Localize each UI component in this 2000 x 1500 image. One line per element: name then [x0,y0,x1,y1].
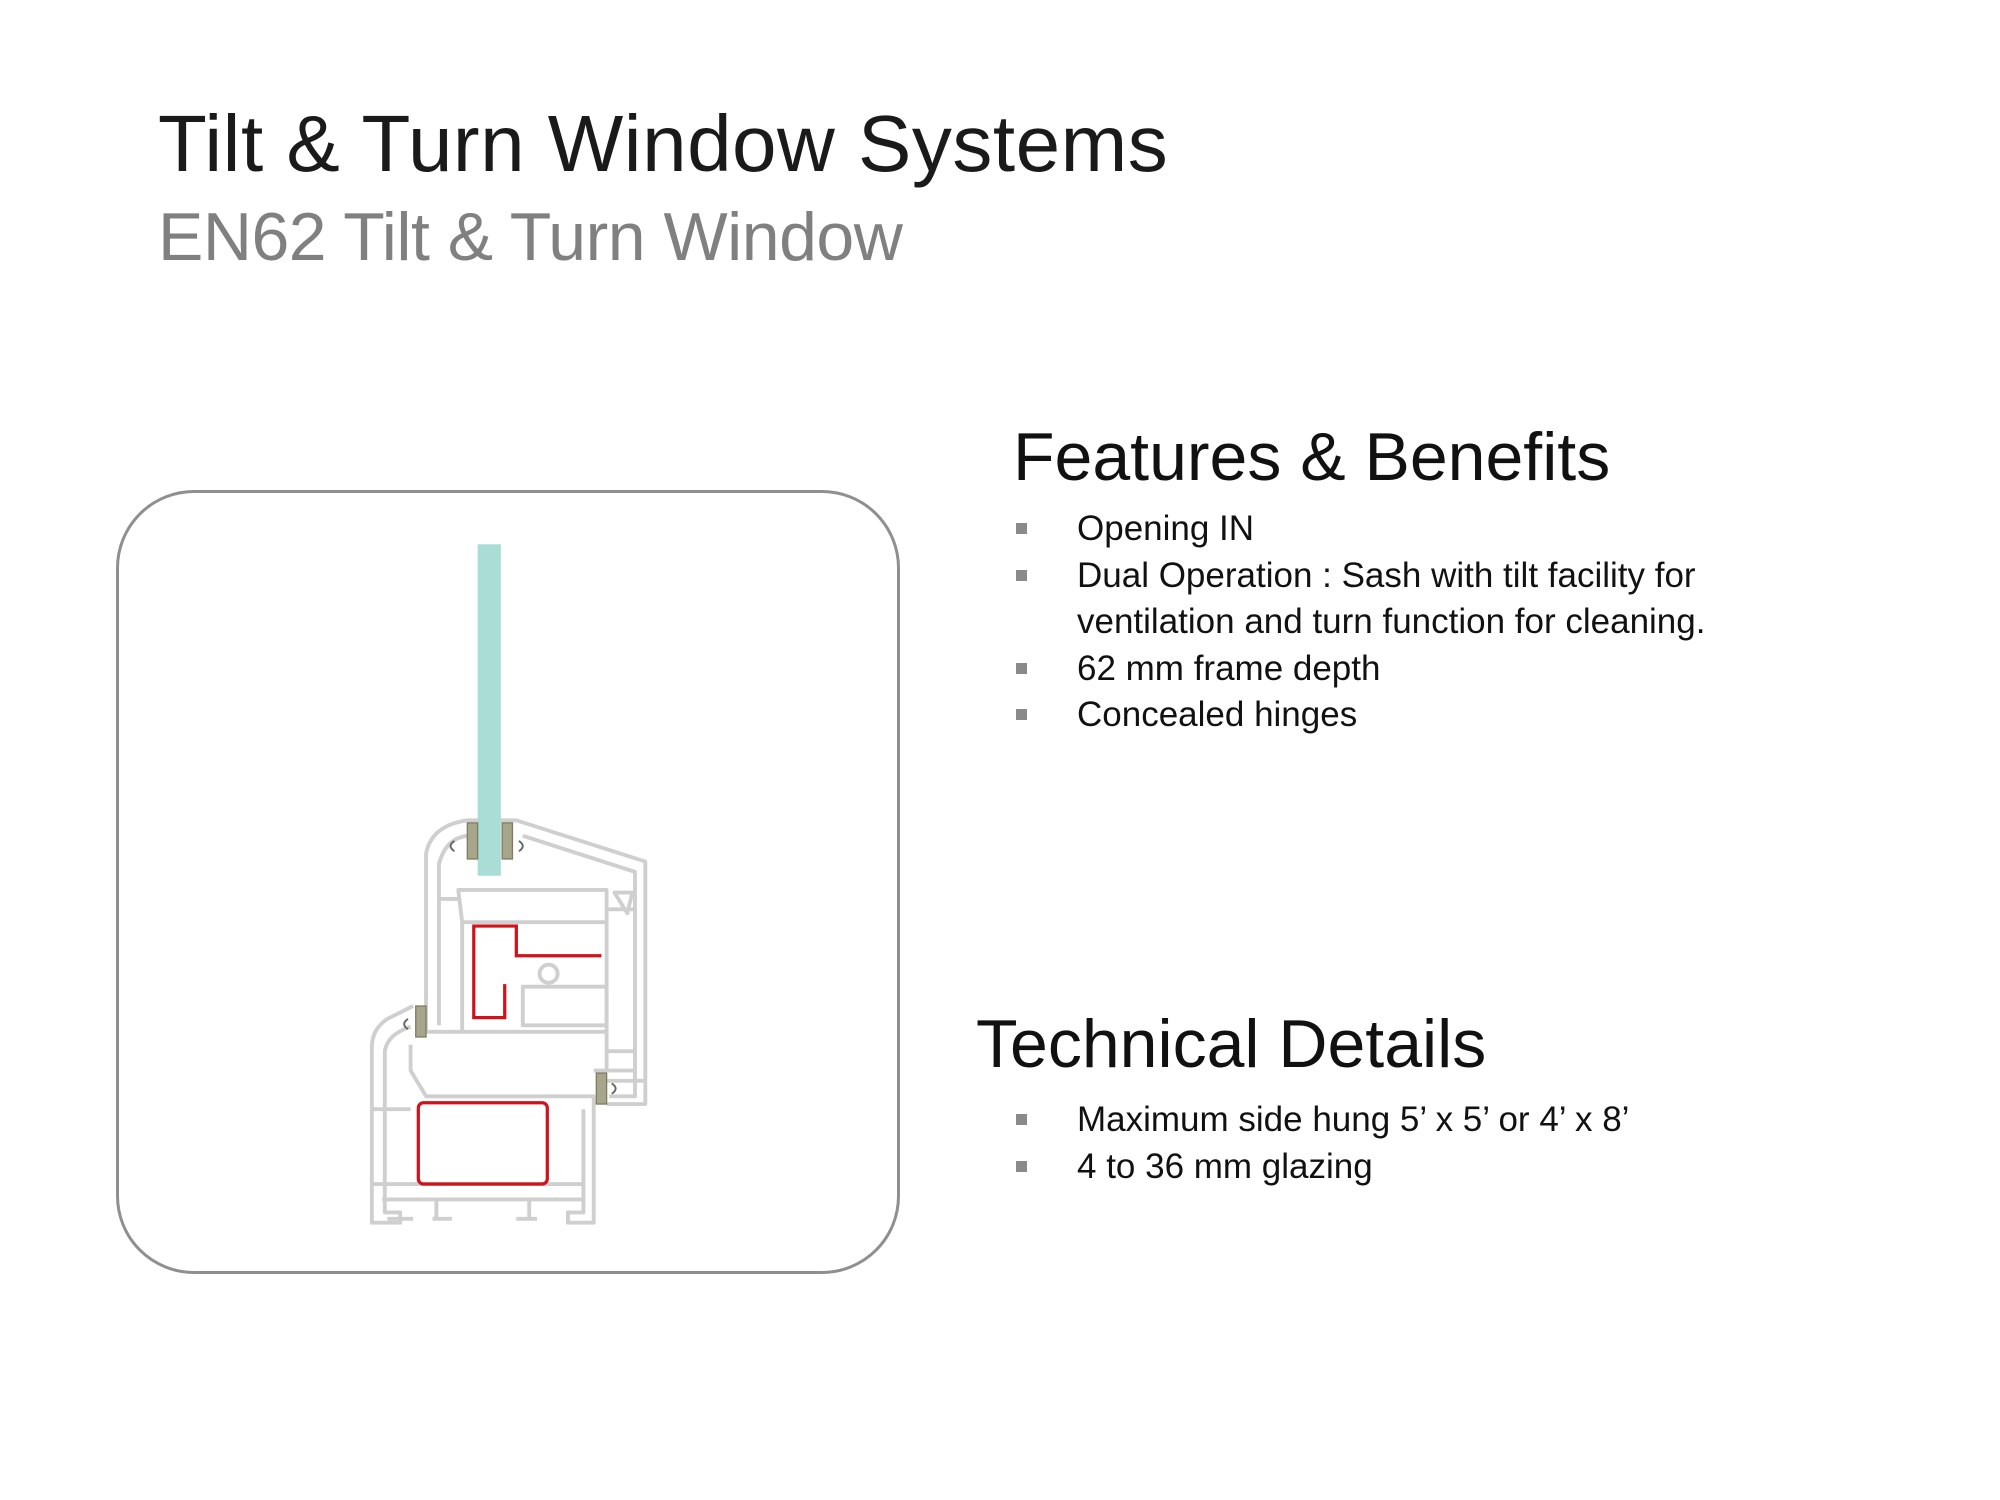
list-item: Opening IN [1014,506,1774,553]
list-item: 62 mm frame depth [1014,646,1774,693]
page-title: Tilt & Turn Window Systems [158,99,1169,188]
features-heading: Features & Benefits [1013,419,1611,495]
profile-figure-frame [116,490,900,1274]
bullet-square-icon [1016,1160,1027,1172]
page-subtitle: EN62 Tilt & Turn Window [158,199,903,275]
technical-list: Maximum side hung 5’ x 5’ or 4’ x 8’ 4 t… [1014,1097,1774,1190]
bullet-square-icon [1016,569,1027,581]
bullet-square-icon [1016,662,1027,674]
features-list: Opening IN Dual Operation : Sash with ti… [1014,506,1774,739]
technical-heading: Technical Details [976,1006,1487,1082]
bullet-square-icon [1016,523,1027,534]
list-item: 4 to 36 mm glazing [1014,1144,1774,1191]
list-item: Maximum side hung 5’ x 5’ or 4’ x 8’ [1014,1097,1774,1144]
list-item: Concealed hinges [1014,692,1774,739]
bullet-square-icon [1016,709,1027,720]
list-item: Dual Operation : Sash with tilt facility… [1014,553,1774,646]
bullet-square-icon [1016,1114,1027,1125]
